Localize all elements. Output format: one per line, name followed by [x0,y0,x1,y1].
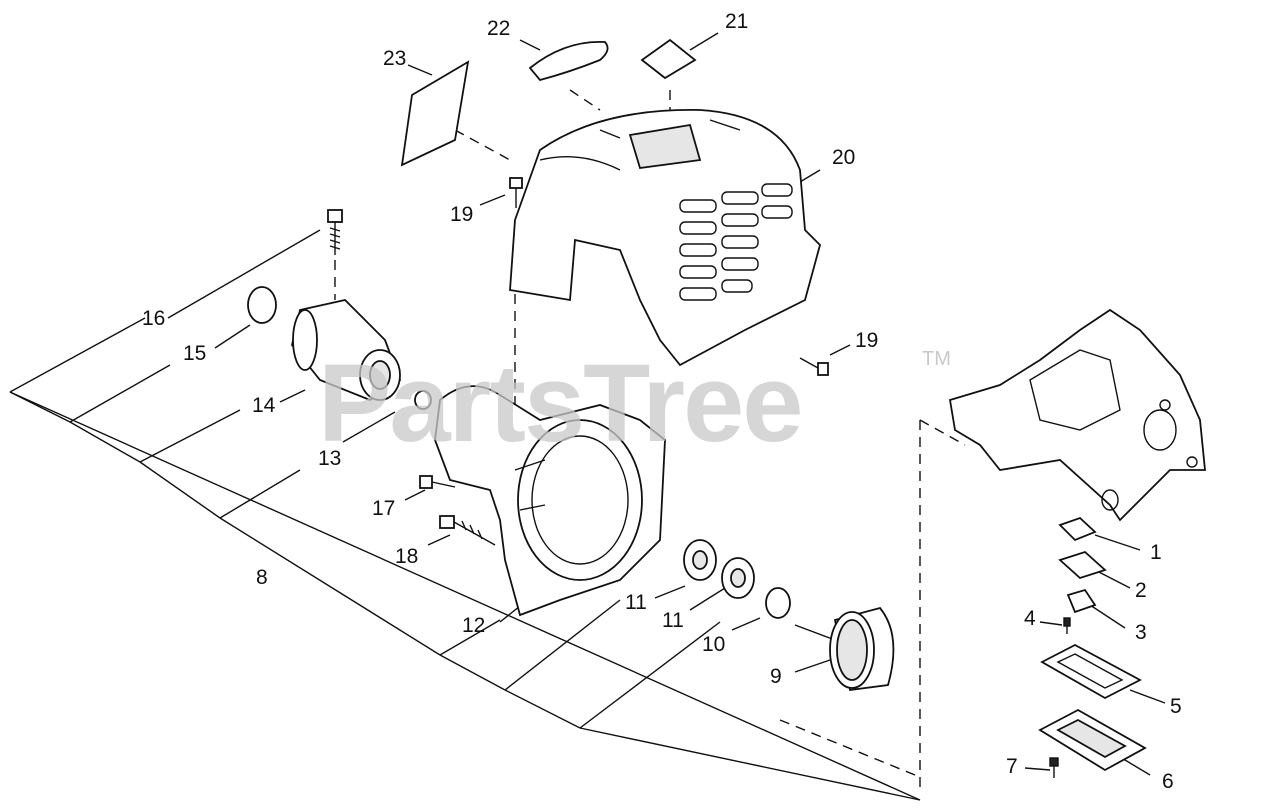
callout-7[interactable]: 7 [1006,755,1018,778]
callout-8[interactable]: 8 [256,566,268,589]
part-15-clip [247,286,277,324]
callout-11a[interactable]: 11 [625,591,647,614]
callout-1[interactable]: 1 [1150,541,1162,564]
part-2-reed [1058,550,1107,580]
part-16-bolt [327,209,343,255]
part-12-fan-housing [434,385,666,617]
part-9-drum [794,606,895,692]
callout-20[interactable]: 20 [832,146,856,169]
part-5-gasket [1040,643,1142,700]
callout-13[interactable]: 13 [318,447,342,470]
callout-11b[interactable]: 11 [662,609,684,632]
callout-12[interactable]: 12 [462,614,486,637]
callout-18[interactable]: 18 [395,545,419,568]
trademark-symbol: TM [922,348,951,370]
crankcase [948,308,1206,522]
part-6-reed-block-inner [1056,718,1127,759]
part-10-clip [765,587,791,619]
part-17-bolt [419,475,456,489]
part-23-pad [400,60,470,167]
part-20-cover [509,109,822,367]
part-3-stopper [1066,588,1097,614]
callout-14[interactable]: 14 [252,394,276,417]
callout-19a[interactable]: 19 [450,203,474,226]
part-5-gasket-inner [1056,653,1124,689]
callout-21[interactable]: 21 [725,10,749,33]
callout-3[interactable]: 3 [1135,621,1147,644]
part-1-gasket [1058,516,1097,542]
part-19-screw-right [799,357,829,376]
part-21-pad [640,38,697,80]
part-7-screw [1049,757,1059,778]
callout-22[interactable]: 22 [487,17,511,40]
part-11-bearing-b [721,557,755,599]
callout-2[interactable]: 2 [1135,579,1147,602]
part-19-screw-top [509,177,523,208]
leader-lines [9,32,1166,801]
part-13-ring [414,390,432,410]
part-14-housing [291,299,402,402]
callout-15[interactable]: 15 [183,342,207,365]
part-11-bearing-a [683,539,717,581]
callout-6[interactable]: 6 [1162,770,1174,793]
callout-5[interactable]: 5 [1170,695,1182,718]
callout-19b[interactable]: 19 [855,329,879,352]
part-4-screw [1063,617,1071,634]
callout-4[interactable]: 4 [1024,607,1036,630]
callout-23[interactable]: 23 [383,47,407,70]
part-22-cap [528,41,609,82]
callout-17[interactable]: 17 [372,497,396,520]
callout-16[interactable]: 16 [142,307,166,330]
callout-10[interactable]: 10 [702,633,726,656]
callout-9[interactable]: 9 [770,665,782,688]
part-18-bolt [439,515,496,546]
